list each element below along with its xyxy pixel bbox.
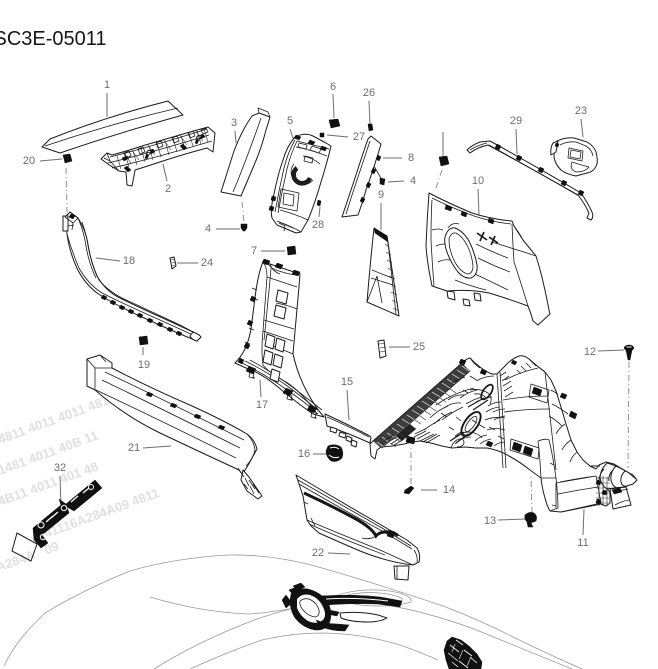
svg-text:19: 19 bbox=[138, 359, 150, 371]
svg-text:6: 6 bbox=[330, 81, 336, 93]
svg-text:3: 3 bbox=[231, 117, 237, 129]
svg-text:27: 27 bbox=[353, 131, 365, 143]
svg-text:28: 28 bbox=[312, 219, 324, 231]
svg-text:1: 1 bbox=[104, 79, 110, 91]
svg-text:24: 24 bbox=[201, 257, 213, 269]
svg-text:4: 4 bbox=[410, 175, 416, 187]
svg-text:12: 12 bbox=[584, 346, 596, 358]
svg-text:15: 15 bbox=[341, 376, 353, 388]
svg-text:SC3E-05011: SC3E-05011 bbox=[0, 28, 107, 50]
svg-text:11: 11 bbox=[577, 537, 588, 549]
svg-text:16: 16 bbox=[298, 448, 310, 460]
svg-text:20: 20 bbox=[23, 155, 35, 167]
svg-text:9: 9 bbox=[378, 189, 384, 201]
svg-text:26: 26 bbox=[363, 87, 375, 99]
svg-text:29: 29 bbox=[510, 115, 522, 127]
svg-text:25: 25 bbox=[413, 341, 425, 353]
svg-text:23: 23 bbox=[575, 105, 587, 117]
svg-text:5: 5 bbox=[287, 115, 293, 127]
svg-text:7: 7 bbox=[251, 245, 257, 257]
svg-text:10: 10 bbox=[472, 175, 484, 187]
svg-text:13: 13 bbox=[484, 515, 496, 527]
svg-text:22: 22 bbox=[312, 547, 324, 559]
svg-text:32: 32 bbox=[54, 462, 66, 474]
svg-text:2: 2 bbox=[165, 183, 171, 195]
svg-text:14: 14 bbox=[443, 484, 455, 496]
svg-text:21: 21 bbox=[128, 442, 140, 454]
svg-text:17: 17 bbox=[256, 399, 268, 411]
svg-text:8: 8 bbox=[408, 152, 414, 164]
svg-text:18: 18 bbox=[123, 255, 135, 267]
svg-text:4: 4 bbox=[205, 223, 211, 235]
